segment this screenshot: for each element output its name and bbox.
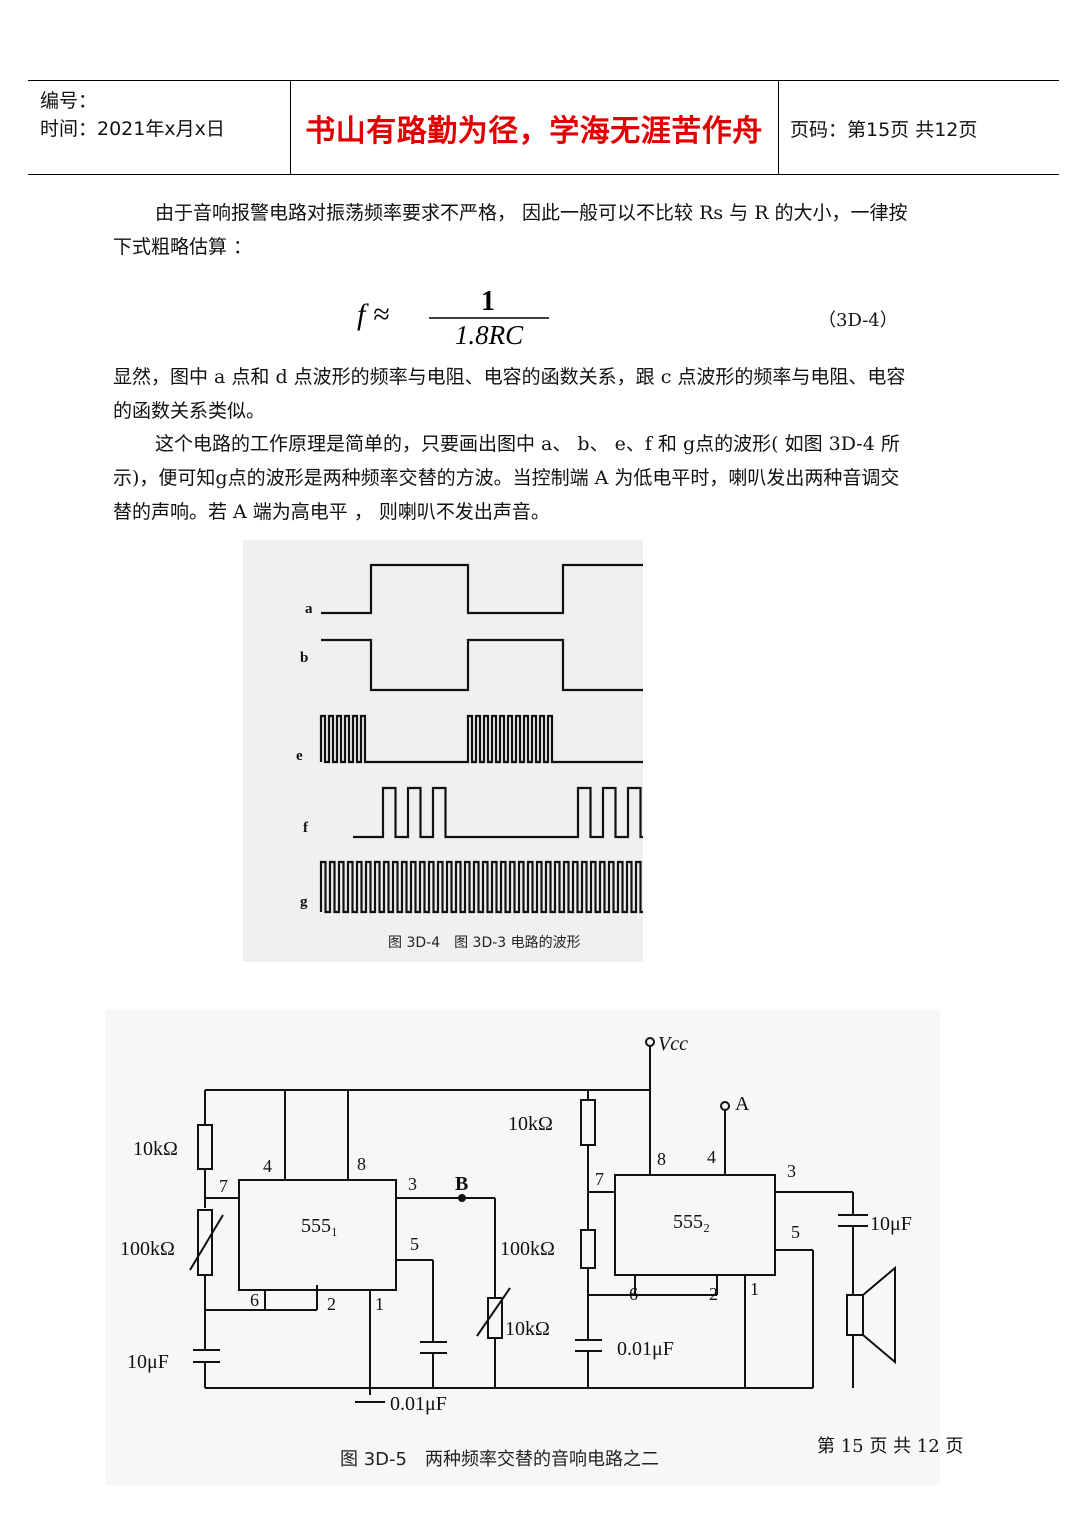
pin-label: 5 [791, 1222, 800, 1242]
resistor-10k-1 [197, 1124, 213, 1170]
circuit-diagram: Vcc A B 555₁ 555₂ 10kΩ 100kΩ 10μF 0.01μF… [120, 1033, 912, 1470]
pin-label: 8 [657, 1149, 666, 1169]
a-label: A [735, 1093, 750, 1115]
wave-label-g: g [300, 894, 308, 910]
para2-line1: 显然，图中 a 点和 d 点波形的频率与电阻、电容的函数关系，跟 c 点波形的频… [113, 366, 906, 388]
time-label: 时间：2021年x月x日 [40, 118, 225, 140]
formula-numerator: 1 [481, 286, 495, 317]
waveform-f [353, 786, 713, 839]
formula: f ≈ 1 1.8RC [357, 286, 549, 350]
wave-label-b: b [300, 650, 308, 666]
pot-arrow [189, 1214, 224, 1271]
a-terminal [720, 1101, 730, 1111]
wave-label-e: e [296, 748, 303, 764]
r5-label: 100kΩ [500, 1238, 555, 1260]
header-meta-cell: 编号： 时间：2021年x月x日 [28, 81, 291, 174]
b-label: B [455, 1173, 468, 1195]
motto: 书山有路勤为径，学海无涯苦作舟 [305, 113, 763, 149]
pin-label: 4 [263, 1156, 272, 1176]
pin-label: 3 [408, 1174, 417, 1194]
pin-label: 7 [219, 1176, 228, 1196]
c4-label: 10μF [870, 1213, 912, 1235]
c2-label: 0.01μF [390, 1393, 447, 1415]
r3-label: 10kΩ [505, 1318, 550, 1340]
waveform-a [321, 563, 713, 615]
chip2-label: 555₂ [673, 1211, 710, 1233]
pin-label: 6 [250, 1290, 259, 1310]
para1-line2: 下式粗略估算 ： [113, 236, 253, 258]
para2-line2: 的函数关系类似。 [113, 400, 266, 422]
waveform-b [321, 638, 713, 692]
r4-label: 10kΩ [508, 1113, 553, 1135]
pin-label: 2 [709, 1284, 718, 1304]
paragraph-1: 由于音响报警电路对振荡频率要求不严格， 因此一般可以不比较 Rs 与 R 的大小… [113, 196, 975, 264]
r2-label: 100kΩ [120, 1238, 175, 1260]
pin-label: 7 [595, 1169, 604, 1189]
chip-555-2 [614, 1174, 776, 1276]
waveform-e [319, 714, 713, 764]
pin-label: 2 [327, 1294, 336, 1314]
vcc-terminal [645, 1037, 655, 1047]
pin-label: 1 [375, 1294, 384, 1314]
resistor-100k-1 [197, 1209, 213, 1276]
formula-denominator: 1.8RC [455, 320, 524, 350]
header-page-info: 页码：第15页 共12页 [790, 119, 978, 141]
c3-label: 0.01μF [617, 1338, 674, 1360]
paragraph-3: 这个电路的工作原理是简单的，只要画出图中 a、 b、 e、f 和 g点的波形( … [113, 427, 975, 529]
resistor-10k-2 [580, 1099, 596, 1146]
waveform-diagram: a b e f g 图 3D-4 图 3D-3 电路的波形 [296, 563, 713, 951]
formula-lhs: f ≈ [357, 298, 389, 331]
waveform-figure: a b e f g 图 3D-4 图 3D-3 电路的波形 [243, 540, 713, 962]
speaker-coil [846, 1294, 864, 1336]
para3-line1: 这个电路的工作原理是简单的，只要画出图中 a、 b、 e、f 和 g点的波形( … [155, 433, 900, 455]
pin-label: 5 [410, 1234, 419, 1254]
para3-line2: 示)，便可知g点的波形是两种频率交替的方波。当控制端 A 为低电平时，喇叭发出两… [113, 467, 900, 489]
figure2-caption: 图 3D-5 两种频率交替的音响电路之二 [340, 1449, 659, 1470]
pin-label: 3 [787, 1161, 796, 1181]
resistor-100k-2 [580, 1229, 596, 1269]
figure1-caption: 图 3D-4 图 3D-3 电路的波形 [388, 935, 581, 951]
para1-line1: 由于音响报警电路对振荡频率要求不严格， 因此一般可以不比较 Rs 与 R 的大小… [155, 202, 908, 224]
wave-label-a: a [305, 601, 313, 617]
c1-label: 10μF [127, 1351, 169, 1373]
node-b [458, 1194, 466, 1202]
para3-line3: 替的声响。若 A 端为高电平 ， 则喇叭不发出声音。 [113, 501, 550, 523]
page-footer: 第 15 页 共 12 页 [817, 1436, 964, 1457]
speaker-cone [862, 1265, 896, 1365]
circuit-figure: Vcc A B 555₁ 555₂ 10kΩ 100kΩ 10μF 0.01μF… [105, 1010, 940, 1485]
pot-arrow [476, 1287, 511, 1337]
chip1-label: 555₁ [301, 1215, 338, 1237]
waveform-g [319, 860, 708, 914]
page-header: 编号： 时间：2021年x月x日 书山有路勤为径，学海无涯苦作舟 页码：第15页… [28, 80, 1059, 175]
pin-label: 8 [357, 1154, 366, 1174]
pin-label: 4 [707, 1147, 716, 1167]
vcc-label: Vcc [658, 1033, 688, 1055]
pin-label: 6 [629, 1284, 638, 1304]
serial-label: 编号： [40, 90, 98, 112]
paragraph-2: 显然，图中 a 点和 d 点波形的频率与电阻、电容的函数关系，跟 c 点波形的频… [113, 360, 975, 428]
wave-label-f: f [303, 820, 309, 836]
header-motto-cell: 书山有路勤为径，学海无涯苦作舟 [290, 81, 779, 174]
pin-label: 1 [750, 1279, 759, 1299]
equation-number: （3D-4） [818, 310, 898, 331]
r1-label: 10kΩ [133, 1138, 178, 1160]
